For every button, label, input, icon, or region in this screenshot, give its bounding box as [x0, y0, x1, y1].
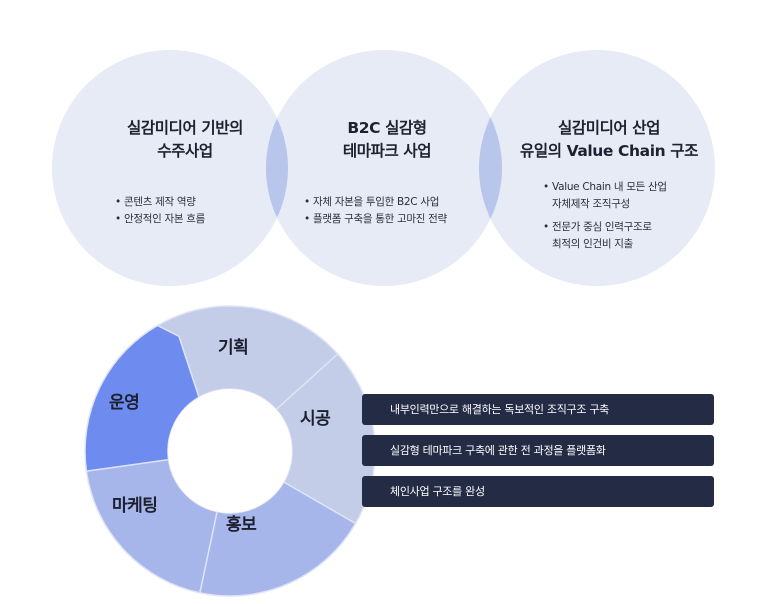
- bullet-subtext: 최적의 인건비 지출: [552, 238, 633, 250]
- circle-2-content: B2C 실감형 테마파크 사업 자체 자본을 투입한 B2C 사업 플랫폼 구축…: [287, 117, 487, 228]
- feature-bar-1: 내부인력만으로 해결하는 독보적인 조직구조 구축: [362, 394, 714, 425]
- list-item: 자체 자본을 투입한 B2C 사업: [304, 194, 487, 211]
- circle-3-title-line1: 실감미디어 산업: [557, 119, 661, 137]
- bullet-text: 안정적인 자본 흐름: [124, 213, 205, 225]
- circle-3-title-line2: 유일의 Value Chain 구조: [520, 142, 698, 160]
- segment-label-promotion: 홍보: [226, 515, 257, 535]
- circle-3-title: 실감미디어 산업 유일의 Value Chain 구조: [504, 117, 714, 163]
- circle-1-bullets: 콘텐츠 제작 역량 안정적인 자본 흐름: [115, 194, 285, 228]
- ring-hole: [168, 389, 292, 513]
- circle-3-bullets: Value Chain 내 모든 산업 자체제작 조직구성 전문가 중심 인력구…: [543, 179, 714, 253]
- circle-1-title-line1: 실감미디어 기반의: [127, 119, 243, 137]
- circle-1-content: 실감미디어 기반의 수주사업 콘텐츠 제작 역량 안정적인 자본 흐름: [85, 117, 285, 228]
- segment-label-marketing: 마케팅: [112, 496, 158, 516]
- feature-bar-3: 체인사업 구조를 완성: [362, 476, 714, 507]
- circle-1-title: 실감미디어 기반의 수주사업: [85, 117, 285, 163]
- bullet-text: 콘텐츠 제작 역량: [124, 196, 196, 208]
- circle-2-bullets: 자체 자본을 투입한 B2C 사업 플랫폼 구축을 통한 고마진 전략: [304, 194, 487, 228]
- list-item: Value Chain 내 모든 산업 자체제작 조직구성: [543, 179, 714, 213]
- list-item: 콘텐츠 제작 역량: [115, 194, 285, 211]
- circle-3-content: 실감미디어 산업 유일의 Value Chain 구조 Value Chain …: [504, 117, 714, 259]
- segment-label-construction: 시공: [300, 409, 331, 429]
- circle-1-title-line2: 수주사업: [157, 142, 213, 160]
- circle-2-title: B2C 실감형 테마파크 사업: [287, 117, 487, 163]
- bullet-text: Value Chain 내 모든 산업: [552, 181, 667, 193]
- circle-2-title-line1: B2C 실감형: [347, 119, 427, 137]
- feature-bar-2: 실감형 테마파크 구축에 관한 전 과정을 플랫폼화: [362, 435, 714, 466]
- segment-label-operation: 운영: [109, 393, 140, 413]
- bullet-text: 전문가 중심 인력구조로: [552, 221, 652, 233]
- bullet-text: 플랫폼 구축을 통한 고마진 전략: [313, 213, 447, 225]
- circle-2-title-line2: 테마파크 사업: [342, 142, 432, 160]
- bullet-subtext: 자체제작 조직구성: [552, 198, 630, 210]
- bullet-text: 자체 자본을 투입한 B2C 사업: [313, 196, 440, 208]
- list-item: 안정적인 자본 흐름: [115, 211, 285, 228]
- list-item: 전문가 중심 인력구조로 최적의 인건비 지출: [543, 219, 714, 253]
- segment-label-planning: 기획: [218, 338, 249, 358]
- list-item: 플랫폼 구축을 통한 고마진 전략: [304, 211, 487, 228]
